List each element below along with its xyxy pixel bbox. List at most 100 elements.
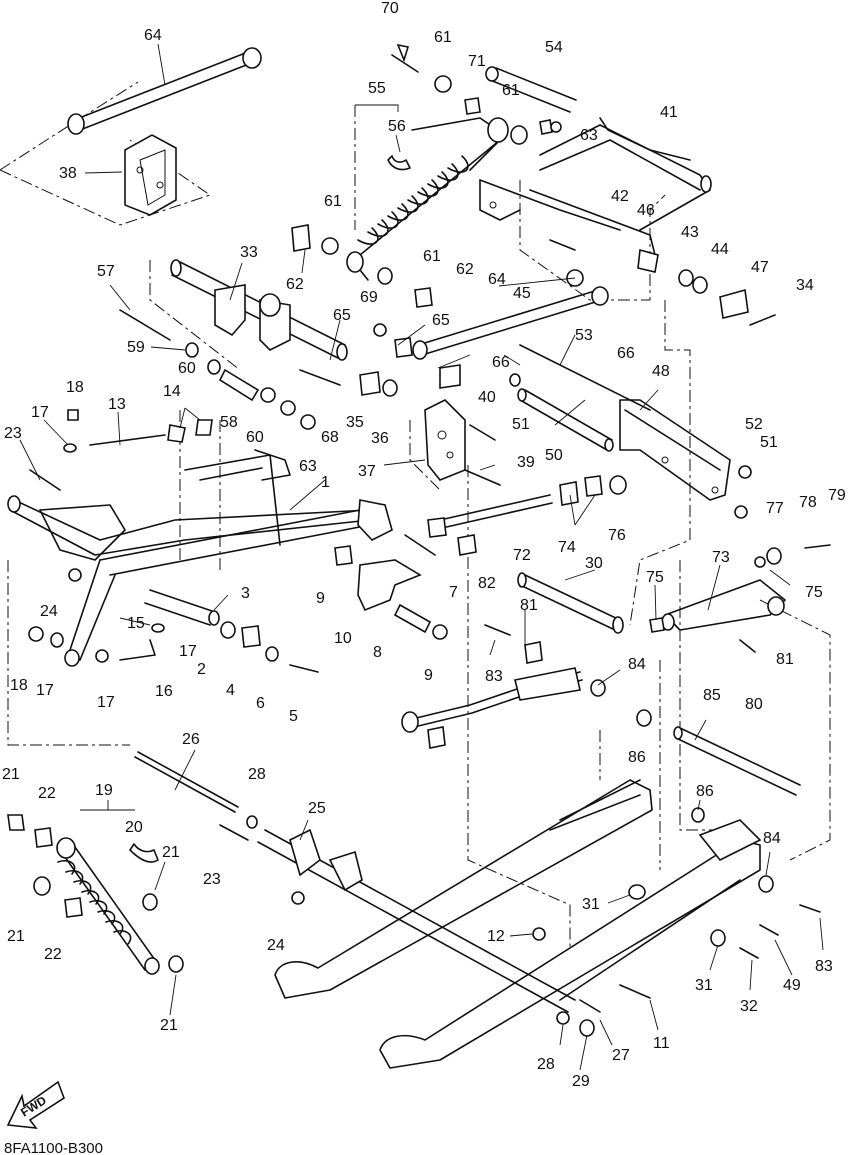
clip-56: [387, 155, 411, 171]
callout-number: 18: [10, 677, 28, 694]
main-frame-1: [7, 449, 393, 667]
lower-shaft-25: [257, 828, 576, 1013]
callout-number: 44: [711, 241, 729, 258]
callout-number: 78: [799, 494, 817, 511]
callout-number: 49: [783, 977, 801, 994]
callout-number: 65: [333, 307, 351, 324]
callout-number: 31: [582, 896, 600, 913]
rod-64: [67, 47, 262, 135]
callout-number: 5: [289, 708, 298, 725]
callout-number: 31: [695, 977, 713, 994]
callout-number: 7: [449, 584, 458, 601]
callout-number: 72: [513, 547, 531, 564]
callout-number: 47: [751, 259, 769, 276]
slide-rail-right: [379, 819, 762, 1069]
callout-number: 25: [308, 800, 326, 817]
callout-number: 66: [492, 354, 510, 371]
callout-number: 55: [368, 80, 386, 97]
callout-number: 14: [163, 383, 181, 400]
callout-number: 15: [127, 615, 145, 632]
callout-number: 84: [628, 656, 646, 673]
callout-number: 85: [703, 687, 721, 704]
callout-number: 81: [776, 651, 794, 668]
callout-number: 11: [653, 1035, 670, 1052]
assembly-boundaries: [0, 81, 831, 950]
callout-number: 61: [324, 193, 342, 210]
callout-number: 61: [502, 82, 520, 99]
callout-number: 64: [488, 271, 506, 288]
callout-number: 30: [585, 555, 603, 572]
callout-number: 59: [127, 339, 145, 356]
upper-arm-41: [479, 66, 712, 256]
callout-number: 42: [611, 188, 629, 205]
rod-85: [673, 726, 801, 796]
shock-absorber-55: [346, 117, 509, 281]
shaft-30: [517, 572, 624, 634]
callout-number: 64: [144, 27, 162, 44]
callout-number: 62: [286, 276, 304, 293]
callout-number: 33: [240, 244, 258, 261]
callout-number: 23: [203, 871, 221, 888]
callout-number: 60: [178, 360, 196, 377]
callout-number: 29: [572, 1073, 590, 1090]
bolt-72: [439, 494, 553, 529]
callout-number: 68: [321, 429, 339, 446]
callout-number: 22: [38, 785, 56, 802]
callout-number: 79: [828, 487, 846, 504]
rods-53-50: [517, 344, 651, 452]
callout-number: 46: [637, 202, 655, 219]
callout-number: 74: [558, 539, 576, 556]
callout-number: 39: [517, 454, 535, 471]
callout-number: 45: [513, 285, 531, 302]
callout-number: 40: [478, 389, 496, 406]
callout-number: 50: [545, 447, 563, 464]
bracket-37: [424, 399, 466, 481]
callout-number: 17: [36, 682, 54, 699]
callout-number: 84: [763, 830, 781, 847]
callout-number: 32: [740, 998, 758, 1015]
callout-number: 51: [760, 434, 778, 451]
callout-number: 60: [246, 429, 264, 446]
callout-number: 71: [468, 53, 486, 70]
callout-number: 51: [512, 416, 530, 433]
callout-number: 23: [4, 425, 22, 442]
callout-number: 24: [267, 937, 285, 954]
callout-number: 21: [7, 928, 25, 945]
callout-number: 22: [44, 946, 62, 963]
adjuster-rod-84: [401, 667, 583, 733]
callout-number: 61: [423, 248, 441, 265]
callout-number: 3: [241, 585, 250, 602]
callout-number: 63: [299, 458, 317, 475]
lower-shock-19: [56, 837, 160, 975]
callout-number: 86: [628, 749, 646, 766]
callout-number: 69: [360, 289, 378, 306]
leader-lines: [19, 43, 824, 1071]
callout-number: 83: [815, 958, 833, 975]
callout-number: 76: [608, 527, 626, 544]
callout-number: 26: [182, 731, 200, 748]
callout-number: 4: [226, 682, 235, 699]
callout-number: 28: [248, 766, 266, 783]
callout-number: 24: [40, 603, 58, 620]
callout-number: 36: [371, 430, 389, 447]
callout-number: 20: [125, 819, 143, 836]
callout-number: 57: [97, 263, 115, 280]
callout-number: 61: [434, 29, 452, 46]
callout-number: 21: [162, 844, 180, 861]
callout-number: 86: [696, 783, 714, 800]
callout-number: 58: [220, 414, 238, 431]
fwd-arrow-icon: FWD: [6, 1080, 65, 1129]
callout-number: 18: [66, 379, 84, 396]
callout-number: 75: [646, 569, 664, 586]
bolt-26: [134, 751, 239, 813]
callout-number: 43: [681, 224, 699, 241]
callout-number: 80: [745, 696, 763, 713]
shaft-33: [170, 259, 348, 361]
callout-number: 77: [766, 500, 784, 517]
callout-number: 81: [520, 597, 538, 614]
callout-number: 53: [575, 327, 593, 344]
callout-number: 1: [321, 474, 330, 491]
callout-number: 21: [160, 1017, 178, 1034]
callout-number: 52: [745, 416, 763, 433]
